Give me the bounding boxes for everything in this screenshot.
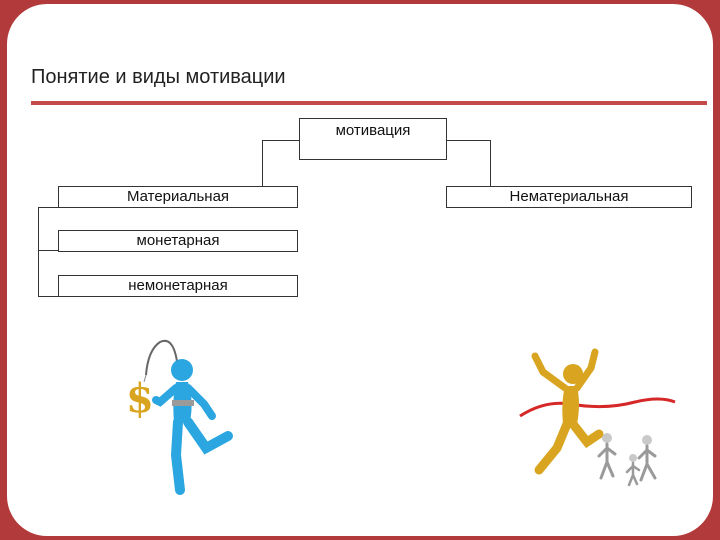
blue-figure-head — [171, 359, 193, 381]
connector-material-top — [38, 207, 58, 208]
runner-chasing-dollar-illustration: $ — [126, 339, 233, 495]
silver-figure-2 — [625, 454, 641, 487]
blue-figure-leg-right — [183, 417, 233, 455]
node-monetary: монетарная — [58, 230, 298, 252]
connector-root-left-h — [262, 140, 299, 141]
slide-title: Понятие и виды мотивации — [31, 66, 286, 88]
gold-figure-arm-right — [573, 348, 599, 392]
blue-figure-leg-left — [170, 417, 185, 495]
connector-root-right-v — [490, 140, 491, 186]
blue-figure-belt — [172, 400, 194, 406]
blue-figure-arm-left — [152, 384, 180, 407]
silver-figure-3 — [637, 435, 657, 482]
connector-root-left-v — [262, 140, 263, 186]
gold-figure-torso — [562, 386, 579, 424]
gold-figure-head — [563, 364, 583, 384]
connector-monetary — [38, 250, 58, 251]
winner-crossing-finish-line-illustration — [519, 348, 676, 487]
connector-material-trunk — [38, 207, 39, 296]
node-nonmonetary: немонетарная — [58, 275, 298, 297]
title-underline — [31, 101, 707, 105]
gold-figure-leg-left — [534, 419, 572, 475]
finish-ribbon — [519, 397, 676, 418]
node-root: мотивация — [299, 118, 447, 160]
silver-figure-1 — [597, 433, 617, 480]
connector-nonmonetary — [38, 296, 58, 297]
fishing-rod — [145, 339, 179, 376]
slide-canvas: Понятие и виды мотивации — [7, 4, 713, 536]
connector-root-right-h — [447, 140, 491, 141]
dollar-sign-icon: $ — [126, 375, 154, 422]
rod-line — [143, 374, 147, 383]
gold-figure-leg-right — [568, 419, 604, 449]
node-material: Материальная — [58, 186, 298, 208]
blue-figure-arm-right — [184, 384, 216, 420]
node-nonmaterial: Нематериальная — [446, 186, 692, 208]
gold-figure-arm-left — [531, 352, 569, 392]
